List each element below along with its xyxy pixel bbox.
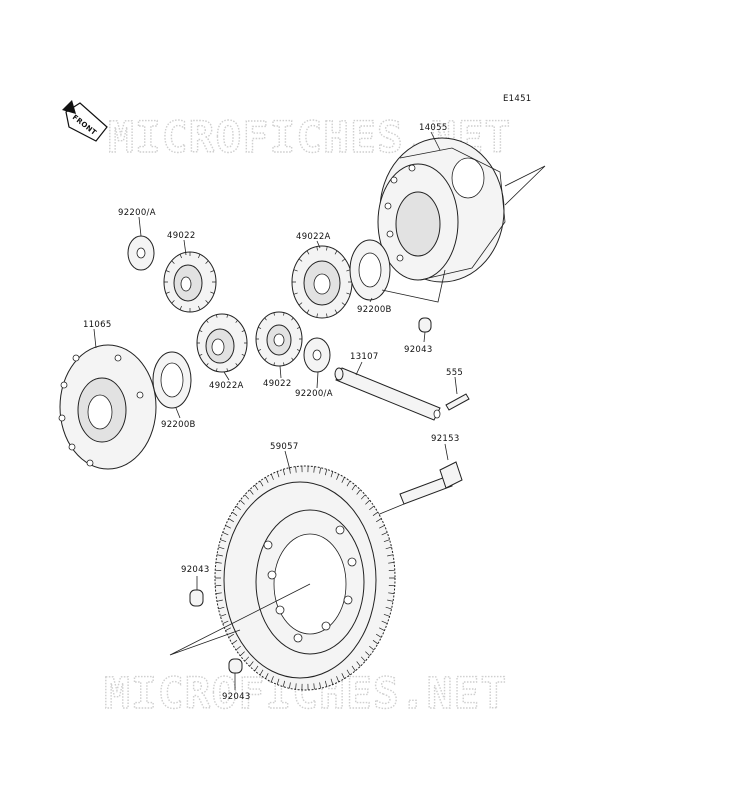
label-92153: 92153	[431, 434, 460, 444]
label-92043-mid: 92043	[181, 565, 210, 575]
pin-92043-mid	[189, 589, 204, 607]
label-11065: 11065	[83, 320, 112, 330]
side-gear-top-teeth	[292, 246, 352, 318]
bevel-gear-left-teeth	[164, 252, 216, 312]
label-49022-bottom: 49022	[263, 379, 292, 389]
bevel-gear-49022-bottom	[255, 311, 303, 367]
washer-92200a-left	[127, 235, 155, 271]
side-gear-49022a-bottom	[196, 313, 248, 373]
diagram-code: E1451	[503, 94, 532, 104]
label-92200a-bottom: 92200/A	[295, 389, 333, 399]
label-555: 555	[446, 368, 463, 378]
washer-92200b-right	[349, 239, 391, 301]
label-92200a-left: 92200/A	[118, 208, 156, 218]
ring-gear-59057	[169, 465, 396, 691]
bevel-gear-bottom-teeth	[256, 312, 302, 366]
side-gear-bottom-teeth	[197, 314, 247, 372]
pin-555	[445, 393, 470, 411]
flange-11065	[58, 344, 157, 470]
label-92200b-right: 92200B	[357, 305, 392, 315]
differential-case	[377, 137, 546, 283]
label-92043-bottom: 92043	[222, 692, 251, 702]
case-guide-line	[381, 269, 446, 303]
leader-lines	[93, 131, 458, 690]
label-49022-left: 49022	[167, 231, 196, 241]
washer-92200a-bottom	[303, 337, 331, 373]
label-49022a-bottom: 49022A	[209, 381, 244, 391]
label-59057: 59057	[270, 442, 299, 452]
pin-92043-top	[418, 317, 432, 333]
label-92200b-left: 92200B	[161, 420, 196, 430]
washer-92200b-left	[152, 351, 192, 409]
pin-92043-bottom	[228, 658, 243, 674]
label-14055: 14055	[419, 123, 448, 133]
shaft-13107	[334, 367, 441, 421]
label-92043-top: 92043	[404, 345, 433, 355]
ring-gear-teeth	[215, 466, 395, 690]
bevel-gear-49022-left	[163, 251, 217, 313]
side-gear-49022a-top	[291, 245, 353, 319]
label-13107: 13107	[350, 352, 379, 362]
label-49022a-top: 49022A	[296, 232, 331, 242]
front-arrow-icon: FRONT	[62, 100, 108, 142]
bolt-92153	[369, 461, 463, 519]
